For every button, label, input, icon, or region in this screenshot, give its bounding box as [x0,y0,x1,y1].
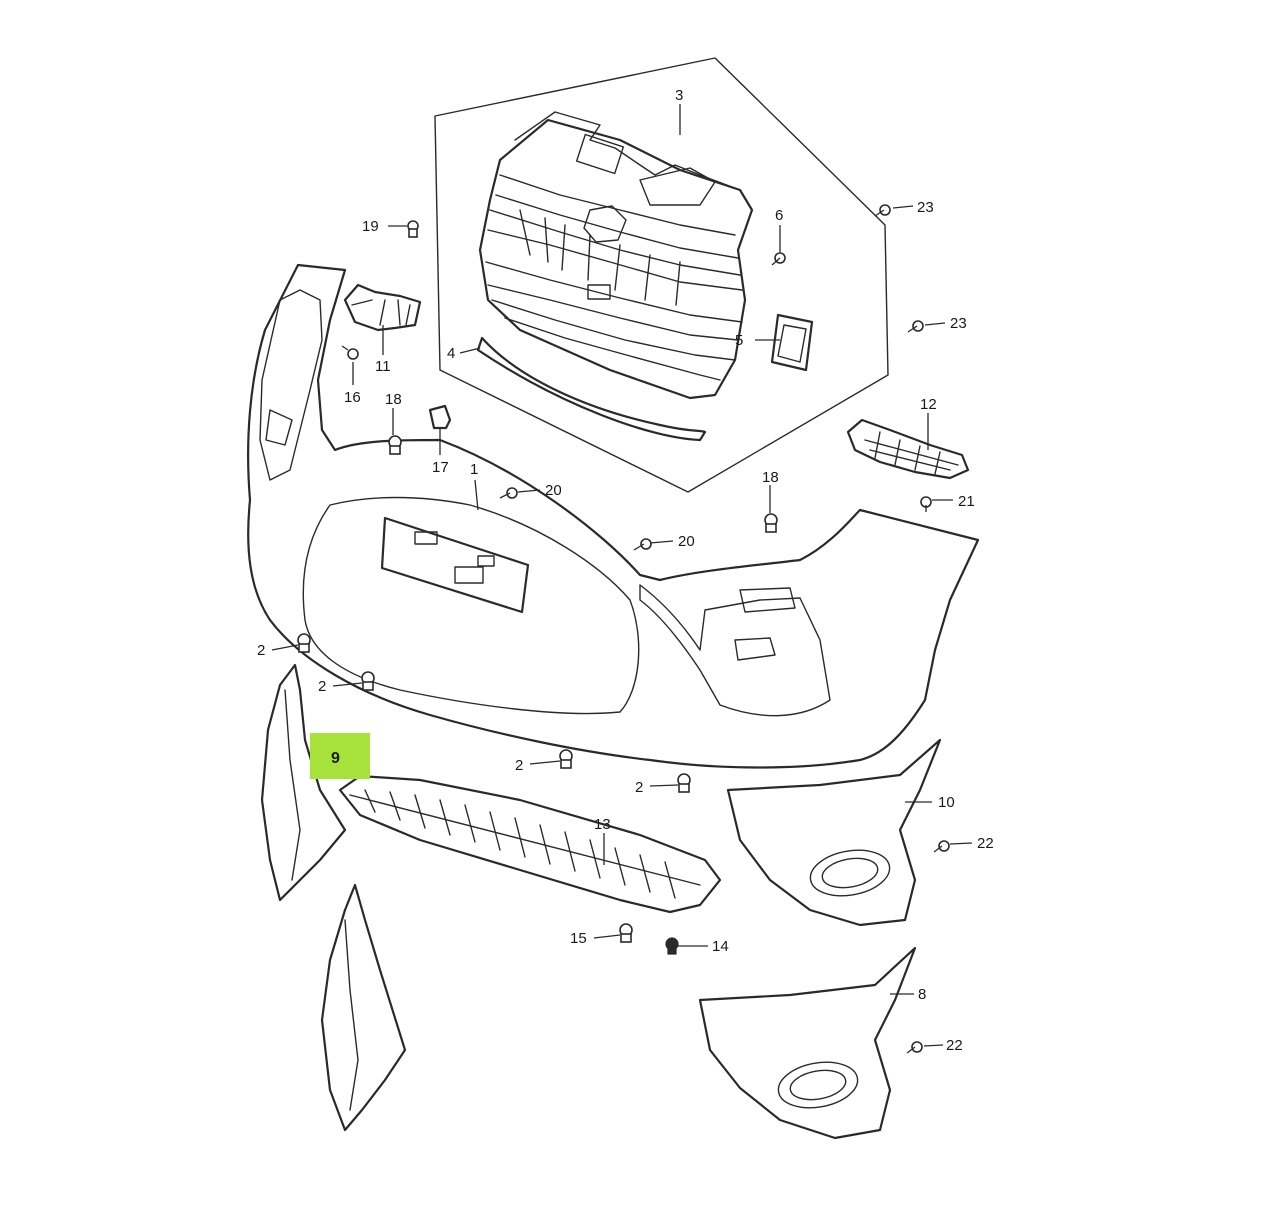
callout-16[interactable]: 16 [344,389,361,406]
grille-assembly-box [434,57,889,493]
callout-15[interactable]: 15 [570,930,587,947]
callout-21[interactable]: 21 [958,493,975,510]
callout-6[interactable]: 6 [775,207,783,224]
callout-2[interactable]: 2 [318,678,326,695]
callout-2[interactable]: 2 [257,642,265,659]
grille-molding-strip [476,336,707,442]
callout-3[interactable]: 3 [675,87,683,104]
callout-23[interactable]: 23 [950,315,967,332]
highlight-box-part-9 [310,733,370,779]
callout-2[interactable]: 2 [635,779,643,796]
callout-4[interactable]: 4 [447,345,455,362]
callout-20[interactable]: 20 [678,533,695,550]
callout-12[interactable]: 12 [920,396,937,413]
callout-14[interactable]: 14 [712,938,729,955]
callout-22[interactable]: 22 [977,835,994,852]
lower-grille [338,774,722,914]
callout-19[interactable]: 19 [362,218,379,235]
callout-22[interactable]: 22 [946,1037,963,1054]
callout-17[interactable]: 17 [432,459,449,476]
callout-5[interactable]: 5 [735,332,743,349]
callout-1[interactable]: 1 [470,461,478,478]
fastener-screws [297,204,950,1054]
callout-2[interactable]: 2 [515,757,523,774]
front-grille [478,111,754,400]
callout-20[interactable]: 20 [545,482,562,499]
clip [428,404,452,430]
callout-18[interactable]: 18 [385,391,402,408]
side-bracket-right [846,418,970,480]
callout-11[interactable]: 11 [375,358,391,375]
side-molding-left-upper [260,663,347,902]
callout-9[interactable]: 9 [331,750,340,767]
callout-10[interactable]: 10 [938,794,955,811]
callout-18[interactable]: 18 [762,469,779,486]
fog-lamp-bezel-lower [698,946,917,1140]
emblem [770,313,814,372]
callout-13[interactable]: 13 [594,816,611,833]
side-bracket-left [343,283,422,332]
callout-23[interactable]: 23 [917,199,934,216]
side-molding-left-lower [320,883,407,1132]
leader-lines [271,104,973,1047]
callout-8[interactable]: 8 [918,986,926,1003]
bumper-cover [247,263,980,769]
fog-lamp-bezel-right [726,738,942,927]
callout-labels: 3 19 6 23 23 5 4 11 16 18 17 1 20 18 20 … [257,87,994,1054]
